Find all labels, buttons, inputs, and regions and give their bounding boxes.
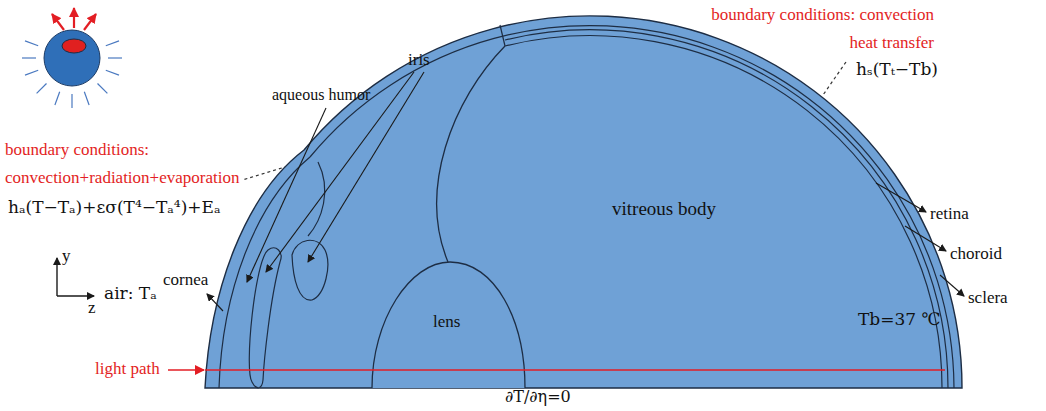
leader-arrow	[266, 72, 414, 272]
part-name: sclera	[968, 288, 1008, 308]
leader-arrow	[905, 226, 946, 251]
boundary-condition-note: boundary conditions: convection heat tra…	[704, 1, 934, 57]
leader-arrow	[876, 183, 926, 212]
part-name: choroid	[950, 244, 1002, 264]
heat-ray	[22, 57, 36, 58]
heat-ray	[37, 84, 47, 94]
leader-arrow	[247, 108, 326, 282]
vitreous-boundary	[437, 46, 505, 262]
formula: hₐ(T−Tₐ)+εσ(T⁴−Tₐ⁴)+Eₐ	[8, 198, 221, 218]
ciliary-body-shape	[292, 240, 328, 300]
boundary-formula: ∂T/∂η=0	[505, 388, 571, 406]
leader-arrow	[207, 294, 223, 311]
ciliary-line	[308, 162, 325, 236]
part-name: aqueous humor	[272, 86, 370, 104]
heat-arrows	[52, 8, 96, 30]
light-path-arrow	[168, 369, 204, 371]
heat-ray	[25, 70, 38, 75]
dashed-leader	[823, 62, 846, 95]
heat-ray	[25, 41, 38, 46]
heat-arrow	[52, 14, 64, 30]
lens-shape	[372, 262, 525, 388]
light-path-label: light path	[95, 359, 160, 379]
part-name: retina	[930, 204, 969, 224]
heat-ray	[84, 92, 89, 105]
axis-label: y	[62, 246, 71, 266]
light-path-line	[205, 369, 945, 371]
heat-ray	[108, 57, 122, 58]
dashed-leader	[244, 167, 285, 179]
eye-ball-icon	[44, 30, 100, 86]
y-axis	[56, 258, 57, 296]
iris-shape	[249, 248, 281, 388]
heat-ray	[98, 84, 108, 94]
heat-ray	[71, 94, 72, 108]
cornea-spot-icon	[62, 39, 86, 53]
heat-arrow	[84, 14, 96, 30]
medium-label: air: Tₐ	[104, 284, 157, 304]
part-name: lens	[433, 312, 460, 332]
heat-ray	[106, 41, 119, 46]
choroid-line	[505, 30, 948, 388]
temperature-label: Tb=37 ℃	[858, 310, 941, 330]
part-name: vitreous body	[612, 198, 716, 220]
layer-end-line	[500, 25, 505, 46]
sclera-inner-line	[310, 26, 954, 388]
heat-ray	[106, 70, 119, 75]
axis-label: z	[88, 298, 96, 318]
part-name: iris	[408, 50, 430, 70]
retina-line	[505, 36, 942, 388]
z-axis	[57, 295, 94, 296]
eye-outline	[205, 16, 962, 388]
formula: hₛ(Tₜ−Tb)	[856, 60, 938, 80]
heat-arrow	[73, 8, 75, 28]
leader-arrow	[940, 275, 964, 296]
heat-ray	[55, 92, 60, 105]
boundary-condition-note: boundary conditions: convection+radiatio…	[5, 136, 295, 192]
part-name: cornea	[163, 270, 208, 290]
